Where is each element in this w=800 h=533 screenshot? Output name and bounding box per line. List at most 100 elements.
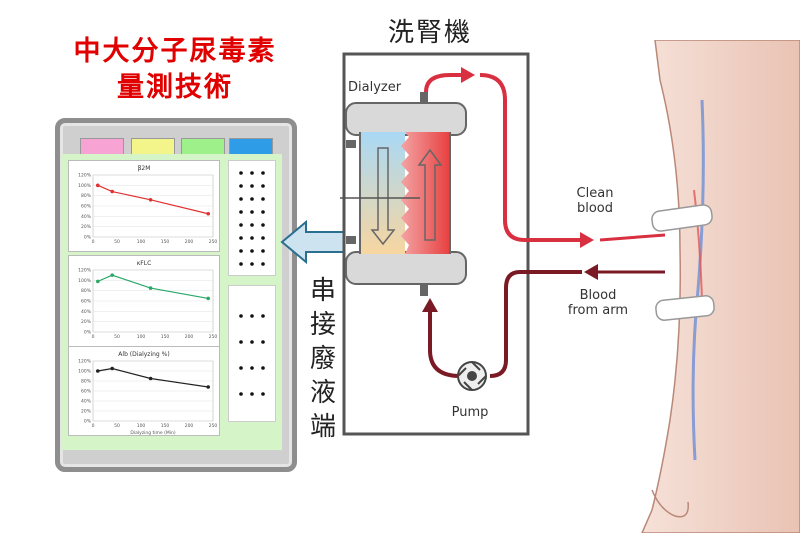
blood-from-arm-label: Blood from arm [553,288,643,318]
vertical-char-2: 接 [309,310,336,340]
grid-dot [239,236,243,240]
vertical-char-1: 串 [309,276,336,306]
grid-dot [239,366,243,370]
dialyzer-cap-top [345,102,467,136]
y-tick-label: 40% [81,399,92,405]
grid-dot [239,171,243,175]
title-line-2: 量測技術 [117,72,233,103]
grid-dot [250,249,254,253]
data-point [206,385,210,389]
grid-dot [250,210,254,214]
series-line [97,184,209,215]
data-point [148,286,153,290]
data-point [206,296,210,301]
data-point [206,211,210,216]
machine-title: 洗腎機 [388,18,473,48]
needle-strap-top [651,204,713,232]
y-tick-label: 80% [81,379,92,385]
x-tick-label: 100 [137,239,146,245]
x-tick-label: 150 [161,423,170,429]
data-point [148,376,153,381]
tube-out [424,73,464,93]
grid-dot [261,262,265,266]
y-tick-label: 100% [78,369,92,375]
data-point [148,198,153,202]
x-tick-label: 50 [114,423,120,429]
data-point [110,189,114,194]
data-point [96,279,100,284]
title: 中大分子尿毒素 量測技術 [30,34,320,106]
grid-dot [261,366,265,370]
grid-dot [250,366,254,370]
dialyzer-cap-bottom [345,251,467,285]
grid-dot [261,223,265,227]
grid-dot [239,210,243,214]
grid-dot [250,314,254,318]
vertical-char-3: 廢 [309,344,336,374]
dialyzer-label: Dialyzer [348,80,402,95]
x-tick-label: 100 [137,423,146,429]
vertical-char-4: 液 [309,378,336,408]
dot-grid-top [239,171,265,266]
grid-dot [250,236,254,240]
chart-panel-alb: Alb (Dialyzing %)0%20%40%60%80%100%120%0… [68,346,220,436]
grid-dot [261,314,265,318]
y-tick-label: 80% [81,193,92,199]
grid-dot [239,197,243,201]
data-point [96,183,100,188]
chart-title: β2M [138,165,151,172]
grid-dot [239,340,243,344]
y-tick-label: 0% [84,235,92,241]
dialysis-diagram [340,40,800,533]
y-tick-label: 60% [81,299,92,305]
data-point [110,366,114,371]
data-point [96,369,100,373]
grid-dot [239,249,243,253]
title-line-1: 中大分子尿毒素 [73,36,277,67]
x-tick-label: 150 [161,239,170,245]
grid-dot [250,392,254,396]
grid-dot [261,236,265,240]
blood-flow-arrow-icon [417,148,443,241]
needle-strap-bottom [655,295,715,321]
clean-blood-line-1: Clean [576,186,614,201]
y-tick-label: 120% [78,268,92,274]
grid-dot [239,314,243,318]
grid-dot [261,184,265,188]
chart-alb: Alb (Dialyzing %)0%20%40%60%80%100%120%0… [78,351,218,436]
x-tick-label: 150 [161,334,170,340]
y-tick-label: 40% [81,214,92,220]
y-tick-label: 20% [81,409,92,415]
x-tick-label: 50 [114,239,120,245]
y-tick-label: 40% [81,309,92,315]
chart-title: κFLC [137,260,152,267]
chart-title: Alb (Dialyzing %) [118,351,169,358]
vertical-label: 串 接 廢 液 端 [306,274,340,444]
x-tick-label: 0 [92,423,95,429]
blood-from-arm-line-1: Blood [579,288,617,303]
grid-dot [261,210,265,214]
grid-dot [250,184,254,188]
x-tick-label: 250 [209,334,218,340]
dialyzer-dialysate-side [360,132,405,254]
pump-label: Pump [451,405,489,420]
x-tick-label: 0 [92,334,95,340]
x-tick-label: 200 [185,334,194,340]
x-tick-label: 100 [137,334,146,340]
x-tick-label: 50 [114,334,120,340]
clean-blood-line-2: blood [576,201,614,216]
y-tick-label: 120% [78,359,92,365]
x-tick-label: 250 [209,423,218,429]
grid-dot [261,340,265,344]
x-axis-label: Dialyzing time (Min) [130,430,175,435]
y-tick-label: 100% [78,183,92,189]
grid-dot [261,171,265,175]
arm-illustration [641,40,800,533]
grid-dot [250,171,254,175]
grid-dot [250,340,254,344]
y-tick-label: 20% [81,224,92,230]
y-tick-label: 0% [84,330,92,336]
